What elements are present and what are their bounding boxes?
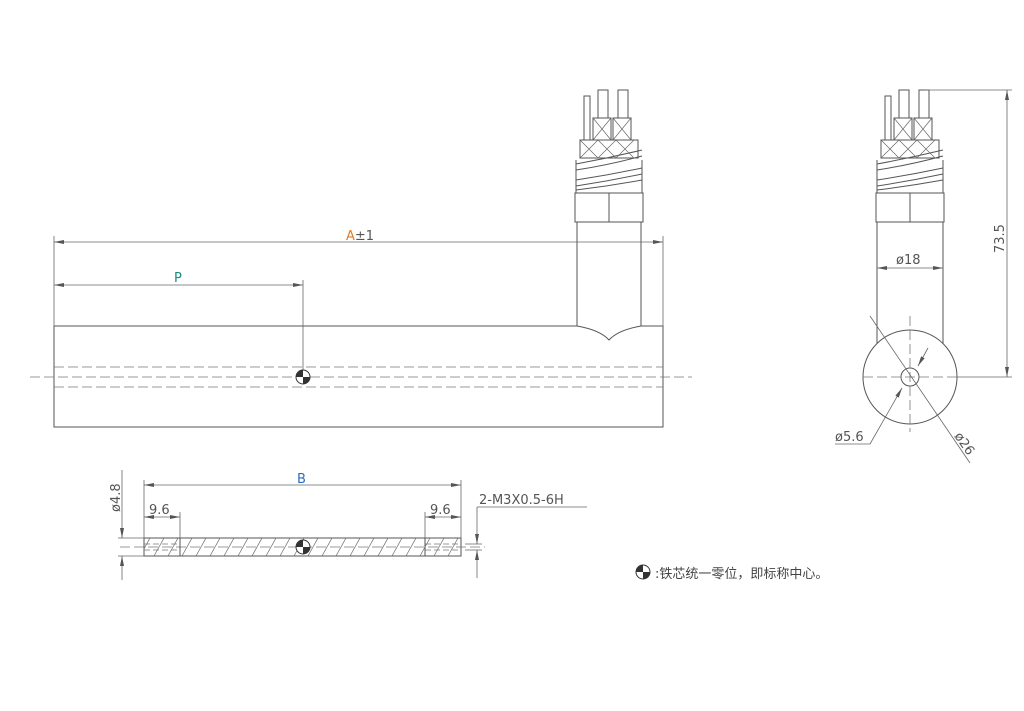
hatch-line <box>209 537 221 557</box>
hatch-line <box>433 537 445 557</box>
hatch-line <box>167 537 179 557</box>
hatch-line <box>391 537 403 557</box>
hatch-line <box>349 537 361 557</box>
front-view: A±1 P <box>30 89 692 428</box>
hatch-line <box>181 537 193 557</box>
hatch-line <box>237 537 249 557</box>
legend-note: :铁芯统一零位，即标称中心。 <box>655 567 829 582</box>
hatch-line <box>447 537 459 557</box>
dim-core-dia: ø4.8 <box>109 483 124 512</box>
dim-hole-dia: ø5.6 <box>835 430 864 445</box>
thread-note: 2-M3X0.5-6H <box>479 493 564 508</box>
hatch-line <box>377 537 389 557</box>
hatch-line <box>321 537 333 557</box>
zero-point-icon-core <box>295 539 311 555</box>
hatch-line <box>335 537 347 557</box>
hatch-line <box>153 537 165 557</box>
dim-right-depth: 9.6 <box>430 503 451 518</box>
zero-point-legend-icon <box>635 564 651 580</box>
hatch-line <box>279 537 291 557</box>
hatch-line <box>405 537 417 557</box>
dim-lead-dia: ø18 <box>896 253 921 268</box>
dim-a: A±1 <box>346 229 374 244</box>
hatch-line <box>265 537 277 557</box>
dim-b: B <box>297 472 306 487</box>
hatch-line <box>195 537 207 557</box>
hatch-line <box>223 537 235 557</box>
core-view: B 9.6 9.6 ø4.8 2-M3X0.5-6H <box>109 470 587 580</box>
hatch-line <box>363 537 375 557</box>
hatch-line <box>143 537 151 549</box>
dim-p: P <box>174 271 182 286</box>
zero-point-icon <box>295 369 311 385</box>
dim-height: 73.5 <box>993 224 1008 253</box>
hatch-line <box>307 537 319 557</box>
dim-left-depth: 9.6 <box>149 503 170 518</box>
side-view: 73.5 ø18 ø5.6 ø26 <box>835 89 1012 464</box>
dim-outer-dia: ø26 <box>951 430 977 459</box>
hatch-line <box>251 537 263 557</box>
